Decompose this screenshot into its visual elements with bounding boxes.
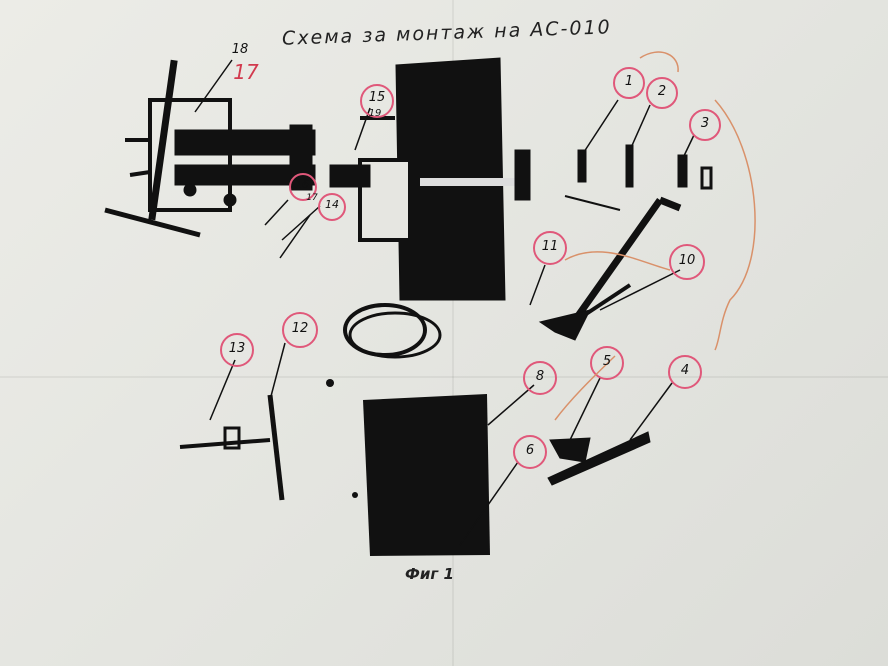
label-10: 10 <box>678 253 696 268</box>
label-13: 13 <box>228 341 246 356</box>
part-main-housing <box>329 57 531 359</box>
label-5: 5 <box>602 354 612 369</box>
red-annotation-17: 17 <box>233 60 259 84</box>
paper-fold <box>0 376 888 378</box>
parts-4-5 <box>547 431 651 486</box>
label-8: 8 <box>535 369 545 384</box>
part-10-lever <box>538 196 682 341</box>
label-2: 2 <box>657 84 667 99</box>
label-11: 11 <box>541 239 559 254</box>
label-15: 15 <box>368 90 386 105</box>
label-12: 12 <box>291 321 309 336</box>
part-12-13-bracket <box>179 394 285 501</box>
annotation-circles <box>220 67 721 469</box>
part-8-box <box>326 379 490 556</box>
parts-1-2-3 <box>564 144 713 211</box>
part-18-mechanism <box>104 59 316 238</box>
label-3: 3 <box>700 116 710 131</box>
label-6: 6 <box>525 443 535 458</box>
label-19: 19 <box>368 108 382 119</box>
label-14: 14 <box>325 198 339 211</box>
annotation-arrows <box>554 51 756 421</box>
label-17: 17 <box>306 193 318 203</box>
figure-caption: Фиг 1 <box>405 565 454 583</box>
label-18: 18 <box>231 42 249 57</box>
leader-lines <box>194 59 695 546</box>
paper-fold <box>452 0 454 666</box>
label-16: 16 <box>295 178 309 191</box>
label-1: 1 <box>624 74 634 89</box>
label-4: 4 <box>680 363 690 378</box>
